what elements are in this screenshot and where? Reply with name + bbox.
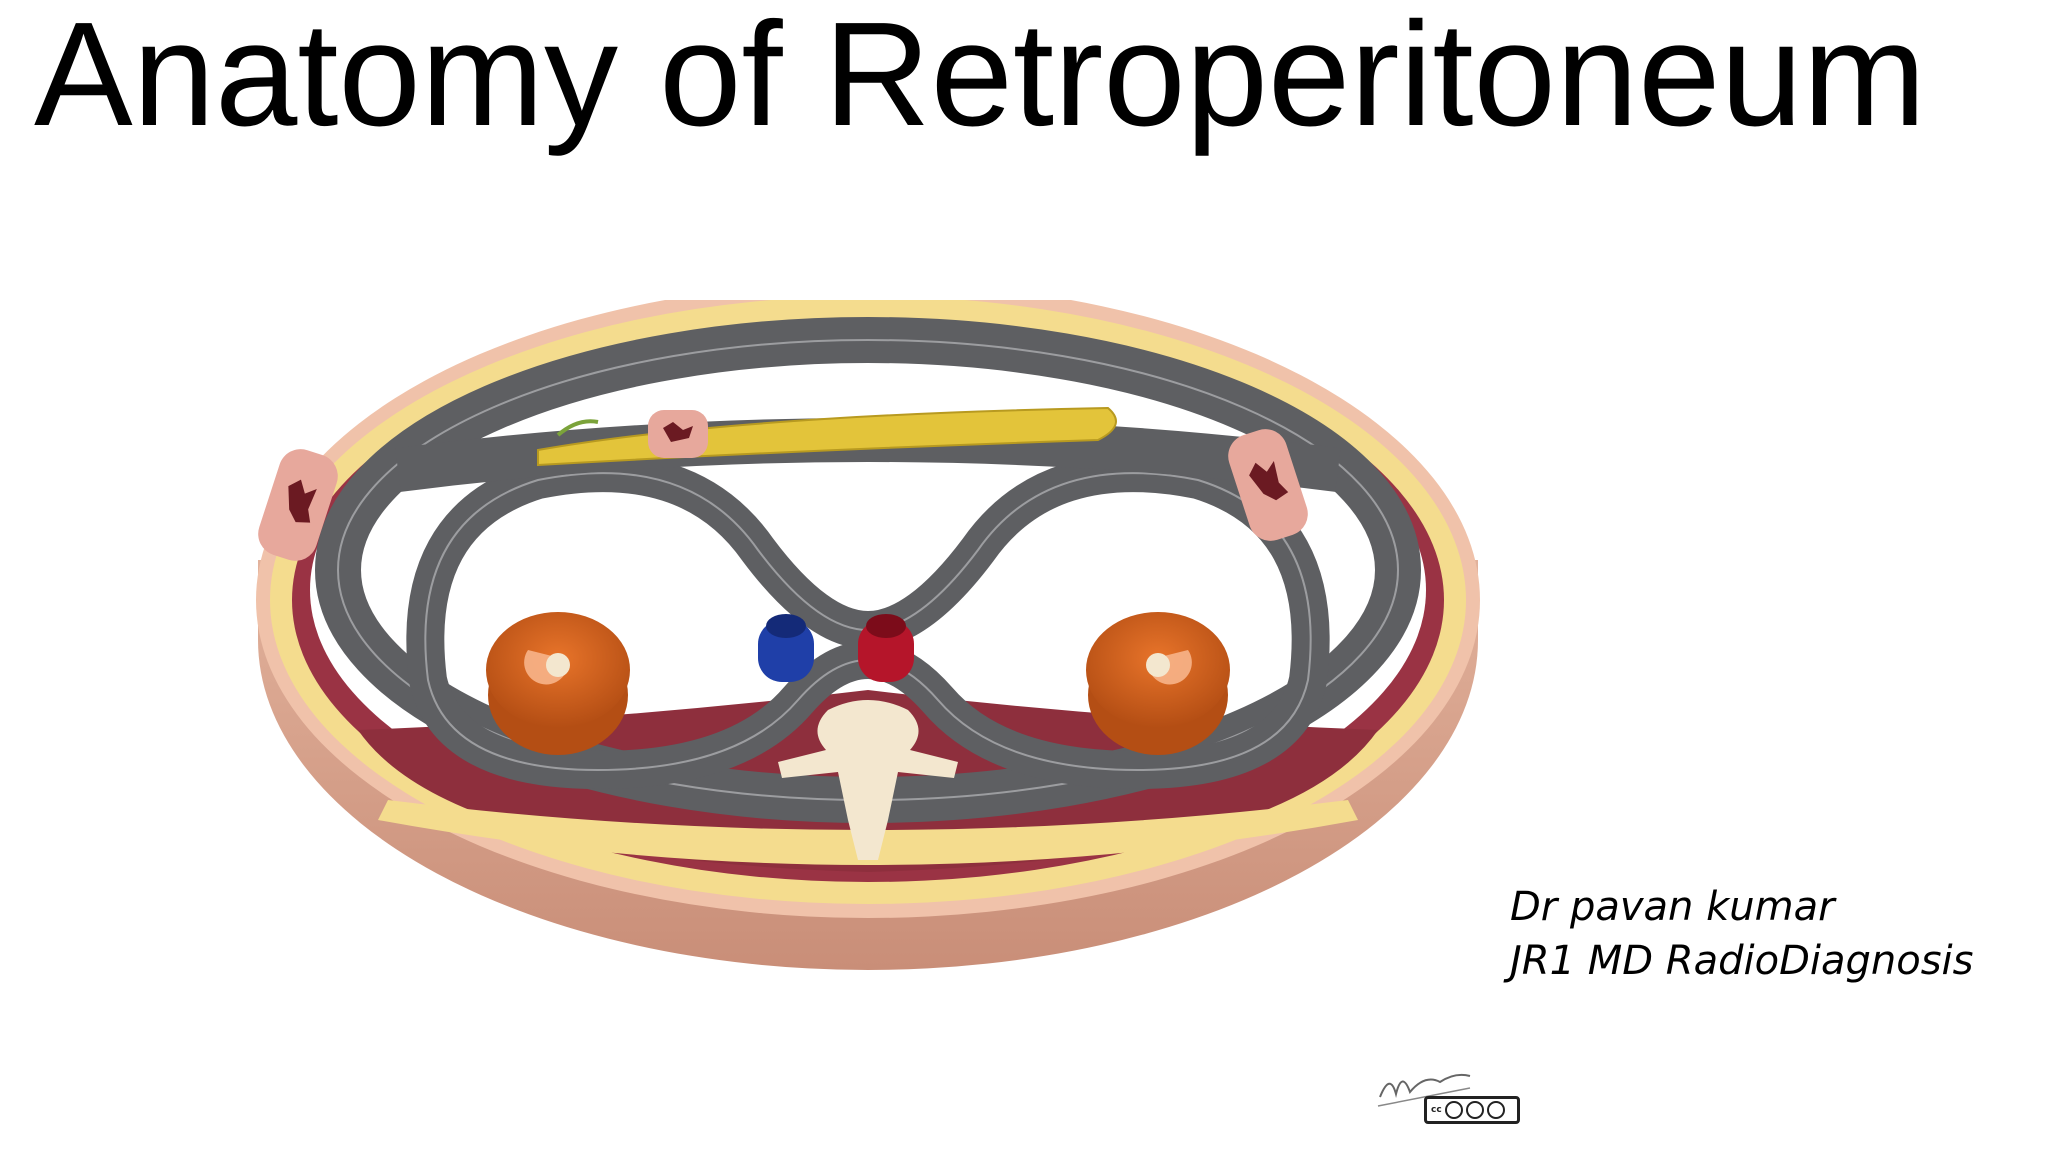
- author-block: Dr pavan kumar JR1 MD RadioDiagnosis: [1510, 880, 1974, 988]
- by-icon: [1444, 1101, 1463, 1119]
- cc-label: cc: [1431, 1105, 1442, 1115]
- creative-commons-license-badge: cc: [1424, 1096, 1520, 1124]
- right-kidney: [486, 612, 630, 755]
- author-position: JR1 MD RadioDiagnosis: [1510, 938, 1974, 984]
- inferior-vena-cava: [758, 620, 814, 682]
- left-kidney: [1086, 612, 1230, 755]
- retroperitoneum-cross-section-illustration: [256, 300, 1480, 970]
- nd-icon: [1486, 1101, 1505, 1119]
- author-name: Dr pavan kumar: [1510, 884, 1835, 930]
- slide-title: Anatomy of Retroperitoneum: [34, 0, 1927, 157]
- vertebra: [778, 700, 958, 860]
- nc-icon: [1465, 1101, 1484, 1119]
- aorta: [858, 620, 914, 682]
